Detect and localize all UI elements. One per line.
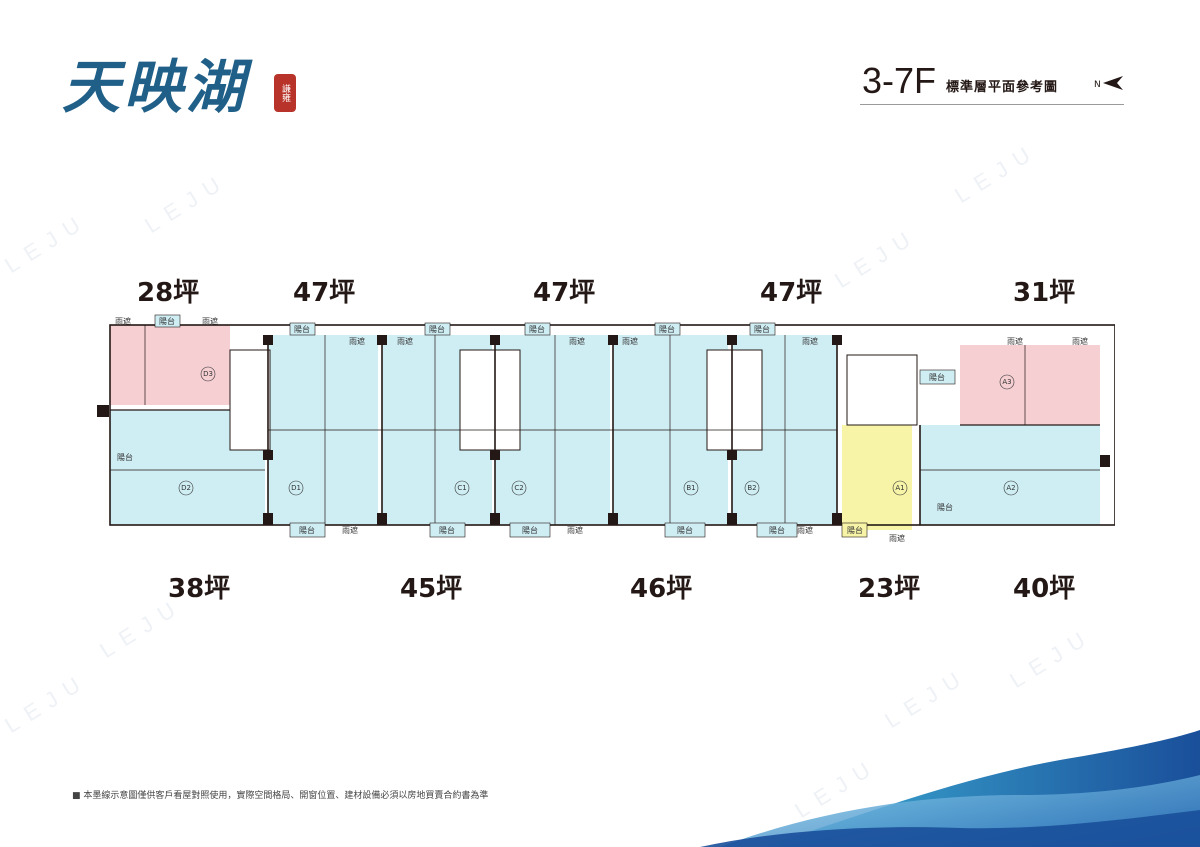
core-mid (459, 349, 521, 451)
columns (97, 335, 1110, 525)
unit-d3-area (110, 325, 230, 405)
rain-shelter-label: 雨遮 (115, 316, 131, 326)
unit-a3-area (960, 345, 1100, 425)
size-label-a2: 40坪 (1013, 574, 1076, 604)
size-label-a3: 31坪 (1013, 278, 1076, 308)
unit-a2-area (920, 425, 1100, 525)
watermark: LEJU (1005, 622, 1099, 694)
size-label-b: 47坪 (760, 278, 823, 308)
brand-logo: 天映湖 謙雍 (62, 50, 307, 125)
balcony-label: 陽台 (117, 452, 133, 462)
disclaimer-text: ■ 本墨線示意圖僅供客戶看屋對照使用，實際空間格局、開窗位置、建材設備必須以房地… (72, 791, 489, 801)
unit-badge-b1: B1 (686, 484, 695, 492)
floor-plan-drawing: D3 D2 D1 C1 C2 B1 B2 A1 A3 A2 陽台 陽台 陽台 陽… (97, 314, 1115, 543)
unit-badge-a1: A1 (895, 484, 904, 492)
rain-shelter-label: 雨遮 (202, 316, 218, 326)
size-label-d1: 47坪 (293, 278, 356, 308)
unit-badge-d3: D3 (203, 370, 213, 378)
unit-badge-b2: B2 (747, 484, 756, 492)
watermark: LEJU (0, 207, 94, 279)
balcony-label: 陽台 (299, 525, 315, 535)
rain-shelter-label: 雨遮 (569, 336, 585, 346)
core-right (706, 349, 763, 451)
wave-decoration (700, 730, 1200, 847)
rain-shelter-label: 雨遮 (397, 336, 413, 346)
watermark: LEJU (830, 222, 924, 294)
unit-badge-d1: D1 (291, 484, 301, 492)
rain-shelter-label: 雨遮 (349, 336, 365, 346)
unit-badge-c1: C1 (457, 484, 466, 492)
floor-title: 3-7F 標準層平面參考圖 N (862, 58, 1132, 108)
unit-badge-a2: A2 (1006, 484, 1015, 492)
unit-badge-d2: D2 (181, 484, 191, 492)
unit-badges (178, 366, 1019, 496)
balcony-label: 陽台 (294, 324, 310, 334)
balconies (154, 314, 956, 538)
balcony-label: 陽台 (659, 324, 675, 334)
watermark: LEJU (0, 667, 94, 739)
size-label-c: 47坪 (533, 278, 596, 308)
size-label-a1: 23坪 (858, 574, 921, 604)
floor-plan: D3 D2 D1 C1 C2 B1 B2 A1 A3 A2 陽台 陽台 陽台 陽… (85, 310, 1115, 550)
watermark: LEJU (950, 137, 1044, 209)
rain-shelter-label: 雨遮 (342, 525, 358, 535)
size-label-d3: 28坪 (137, 278, 200, 308)
unit-a1-area (842, 425, 912, 530)
balcony-label: 陽台 (847, 525, 863, 535)
watermark: LEJU (140, 167, 234, 239)
balcony-label: 陽台 (929, 372, 945, 382)
size-label-d2: 38坪 (168, 574, 231, 604)
balcony-label: 陽台 (522, 525, 538, 535)
balcony-label: 陽台 (529, 324, 545, 334)
balcony-label: 陽台 (769, 525, 785, 535)
brand-seal: 謙雍 (274, 74, 296, 112)
rain-shelter-label: 雨遮 (797, 525, 813, 535)
balcony-label: 陽台 (429, 324, 445, 334)
compass-arrow-icon (1103, 76, 1123, 90)
rain-shelter-label: 雨遮 (567, 525, 583, 535)
north-label: N (1094, 80, 1101, 90)
title-underline (860, 104, 1124, 105)
rain-shelter-label: 雨遮 (802, 336, 818, 346)
balcony-label: 陽台 (677, 525, 693, 535)
rain-shelter-label: 雨遮 (889, 533, 905, 543)
core-left (229, 349, 271, 451)
size-label-c1: 45坪 (400, 574, 463, 604)
balcony-label: 陽台 (937, 502, 953, 512)
brand-name: 天映湖 (62, 53, 249, 121)
balcony-label: 陽台 (754, 324, 770, 334)
balcony-label: 陽台 (439, 525, 455, 535)
rain-shelter-label: 雨遮 (622, 336, 638, 346)
unit-badge-c2: C2 (514, 484, 523, 492)
unit-badge-a3: A3 (1002, 378, 1011, 386)
rain-shelter-label: 雨遮 (1007, 336, 1023, 346)
balcony-label: 陽台 (159, 316, 175, 326)
rain-shelter-label: 雨遮 (1072, 336, 1088, 346)
core-east (846, 354, 918, 426)
size-label-b2: 46坪 (630, 574, 693, 604)
floor-subtitle: 標準層平面參考圖 (946, 80, 1059, 95)
floor-number: 3-7F (862, 60, 937, 101)
